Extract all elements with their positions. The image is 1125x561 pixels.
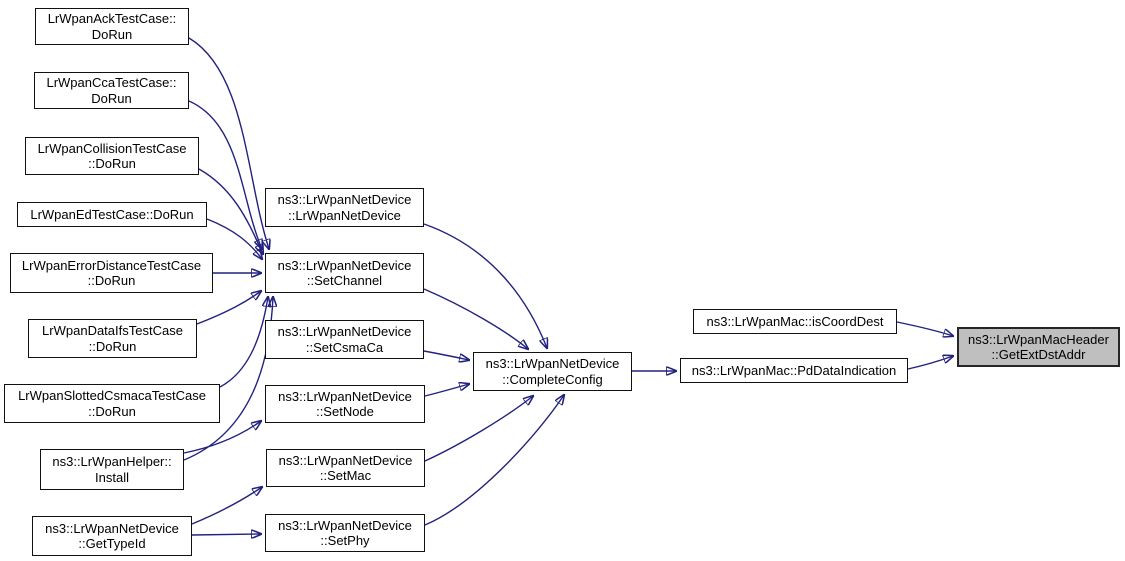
node-lrwpanmac-pddataindication[interactable]: ns3::LrWpanMac::PdDataIndication xyxy=(680,358,908,383)
node-lrwpanccatestcase-dorun[interactable]: LrWpanCcaTestCase:: DoRun xyxy=(34,72,189,109)
node-label: DoRun xyxy=(91,90,132,106)
node-label: ::GetExtDstAddr xyxy=(991,347,1086,362)
node-label: ::SetCsmaCa xyxy=(305,339,384,355)
node-lrwpanmacheader-getextdstaddr: ns3::LrWpanMacHeader ::GetExtDstAddr xyxy=(957,327,1120,367)
node-label: ns3::LrWpanMac::isCoordDest xyxy=(706,313,884,329)
edge-gettypeid-to-setmac xyxy=(191,487,262,525)
node-lrwpanerrordistancetestcase-dorun[interactable]: LrWpanErrorDistanceTestCase ::DoRun xyxy=(10,253,213,293)
edge-dataifs-to-setchannel xyxy=(196,291,261,325)
node-lrwpanhelper-install[interactable]: ns3::LrWpanHelper:: Install xyxy=(40,449,184,490)
edge-setmac-to-completeconfig xyxy=(424,396,533,462)
node-label: ns3::LrWpanNetDevice xyxy=(277,192,412,207)
node-label: ns3::LrWpanNetDevice xyxy=(278,388,412,404)
node-label: ns3::LrWpanNetDevice xyxy=(45,520,179,536)
node-label: ns3::LrWpanNetDevice xyxy=(278,517,412,533)
node-lrwpancollisiontestcase-dorun[interactable]: LrWpanCollisionTestCase ::DoRun xyxy=(25,137,199,175)
edge-setphy-to-completeconfig xyxy=(424,395,564,526)
node-lrwpannetdevice-setphy[interactable]: ns3::LrWpanNetDevice ::SetPhy xyxy=(265,514,425,552)
edge-slottedcsmaca-to-setchannel xyxy=(219,297,268,388)
node-lrwpanacktestcase-dorun[interactable]: LrWpanAckTestCase:: DoRun xyxy=(35,8,189,45)
node-lrwpannetdevice-gettypeid[interactable]: ns3::LrWpanNetDevice ::GetTypeId xyxy=(32,516,192,556)
edge-ack-to-setchannel xyxy=(188,37,269,249)
node-label: ::SetMac xyxy=(319,468,372,483)
edge-iscoorddest-to-getextdstaddr xyxy=(896,321,953,336)
node-label: LrWpanCcaTestCase:: xyxy=(46,75,177,90)
edge-ctor-to-completeconfig xyxy=(423,223,547,348)
node-label: ::SetChannel xyxy=(306,273,383,288)
node-lrwpannetdevice-setmac[interactable]: ns3::LrWpanNetDevice ::SetMac xyxy=(266,449,425,487)
node-label: ns3::LrWpanNetDevice xyxy=(485,356,620,371)
node-label: LrWpanCollisionTestCase xyxy=(37,140,187,156)
node-lrwpannetdevice-constructor[interactable]: ns3::LrWpanNetDevice ::LrWpanNetDevice xyxy=(265,188,424,227)
node-lrwpannetdevice-completeconfig[interactable]: ns3::LrWpanNetDevice ::CompleteConfig xyxy=(473,352,632,391)
node-label: ns3::LrWpanNetDevice xyxy=(277,257,412,273)
edge-install-to-setnode xyxy=(183,421,261,454)
node-label: ::CompleteConfig xyxy=(502,371,603,387)
node-label: ns3::LrWpanMacHeader xyxy=(968,331,1109,347)
edge-install-to-setchannel xyxy=(183,297,273,461)
edge-pddataindication-to-getextdstaddr xyxy=(907,356,953,370)
edge-gettypeid-to-setphy xyxy=(191,534,261,535)
edge-ed-to-setchannel xyxy=(206,218,262,259)
node-label: ::SetPhy xyxy=(320,533,370,548)
node-lrwpannetdevice-setchannel[interactable]: ns3::LrWpanNetDevice ::SetChannel xyxy=(265,253,424,293)
node-label: ns3::LrWpanHelper:: xyxy=(52,454,172,469)
node-lrwpandataifstestcase-dorun[interactable]: LrWpanDataIfsTestCase ::DoRun xyxy=(28,319,197,358)
edge-cca-to-setchannel xyxy=(188,100,262,249)
node-label: LrWpanEdTestCase::DoRun xyxy=(30,206,194,222)
node-lrwpannetdevice-setnode[interactable]: ns3::LrWpanNetDevice ::SetNode xyxy=(265,385,425,423)
node-lrwpanedtestcase-dorun[interactable]: LrWpanEdTestCase::DoRun xyxy=(17,202,207,227)
node-label: ns3::LrWpanNetDevice xyxy=(277,324,412,339)
node-label: ::SetNode xyxy=(316,404,374,419)
node-label: ns3::LrWpanMac::PdDataIndication xyxy=(691,362,897,378)
node-label: ::DoRun xyxy=(88,403,136,419)
node-label: ::DoRun xyxy=(88,156,136,171)
node-label: ns3::LrWpanNetDevice xyxy=(278,452,413,468)
edge-setnode-to-completeconfig xyxy=(424,384,469,397)
edge-collision-to-setchannel xyxy=(198,168,263,254)
node-lrwpanmac-iscoorddest[interactable]: ns3::LrWpanMac::isCoordDest xyxy=(693,309,897,334)
node-label: ::DoRun xyxy=(87,273,136,288)
node-label: LrWpanSlottedCsmacaTestCase xyxy=(18,388,206,403)
node-lrwpannetdevice-setcsmaca[interactable]: ns3::LrWpanNetDevice ::SetCsmaCa xyxy=(265,320,424,359)
node-label: LrWpanErrorDistanceTestCase xyxy=(21,257,202,273)
edge-setcsmaca-to-completeconfig xyxy=(423,350,469,360)
node-label: ::DoRun xyxy=(88,338,137,354)
edge-setchannel-to-completeconfig xyxy=(423,288,528,349)
node-label: DoRun xyxy=(91,26,133,42)
node-lrwpanslottedcsmacatestcase-dorun[interactable]: LrWpanSlottedCsmacaTestCase ::DoRun xyxy=(4,384,220,423)
node-label: ::LrWpanNetDevice xyxy=(288,207,401,223)
node-label: Install xyxy=(95,469,129,485)
node-label: ::GetTypeId xyxy=(78,536,146,551)
node-label: LrWpanAckTestCase:: xyxy=(47,11,177,26)
node-label: LrWpanDataIfsTestCase xyxy=(42,323,183,338)
